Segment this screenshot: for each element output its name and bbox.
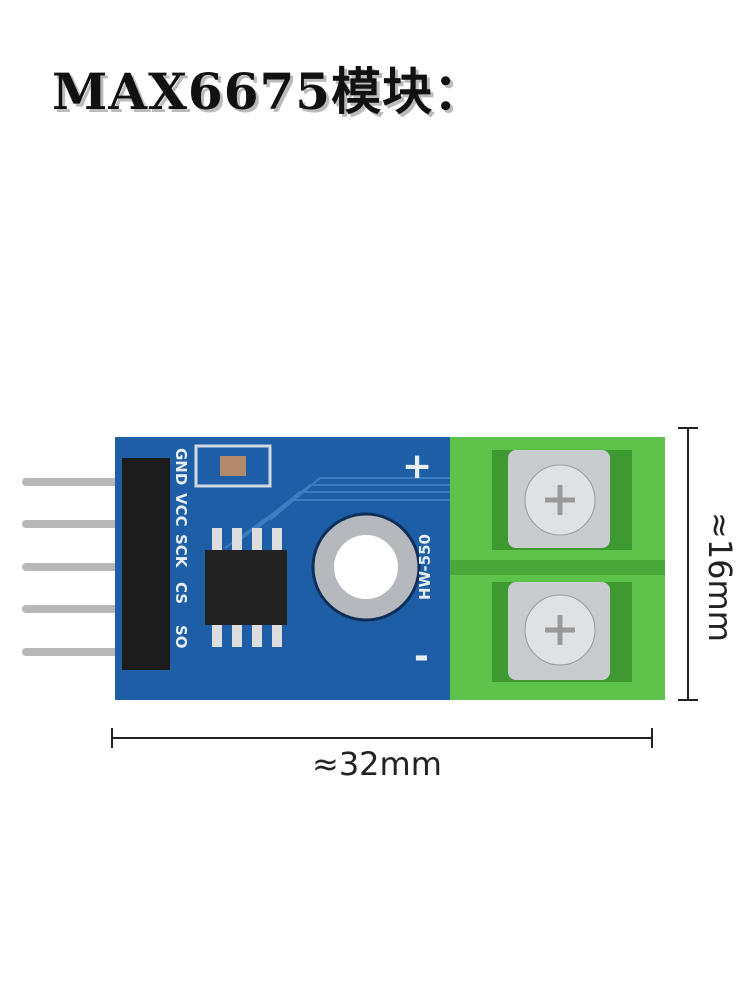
plus-label: + bbox=[402, 446, 432, 487]
pin-label-gnd: GND bbox=[172, 448, 190, 485]
width-dimension-label: ≈32mm bbox=[312, 745, 442, 783]
pin-label-sck: SCK bbox=[172, 534, 190, 569]
dimension-lines bbox=[111, 427, 698, 748]
pin-label-so: SO bbox=[172, 625, 190, 649]
header-pins bbox=[22, 478, 132, 656]
pin-header bbox=[122, 458, 170, 670]
pcb-traces bbox=[224, 477, 455, 549]
capacitor bbox=[220, 456, 246, 476]
max6675-chip bbox=[205, 528, 287, 647]
minus-label: - bbox=[414, 636, 429, 677]
height-dimension-label: ≈16mm bbox=[701, 512, 739, 642]
screw-terminal bbox=[450, 437, 665, 700]
model-label: HW-550 bbox=[416, 534, 434, 600]
page-title: MAX6675模块： bbox=[52, 62, 485, 121]
pin-label-cs: CS bbox=[172, 582, 190, 604]
pin-label-vcc: VCC bbox=[172, 493, 190, 527]
